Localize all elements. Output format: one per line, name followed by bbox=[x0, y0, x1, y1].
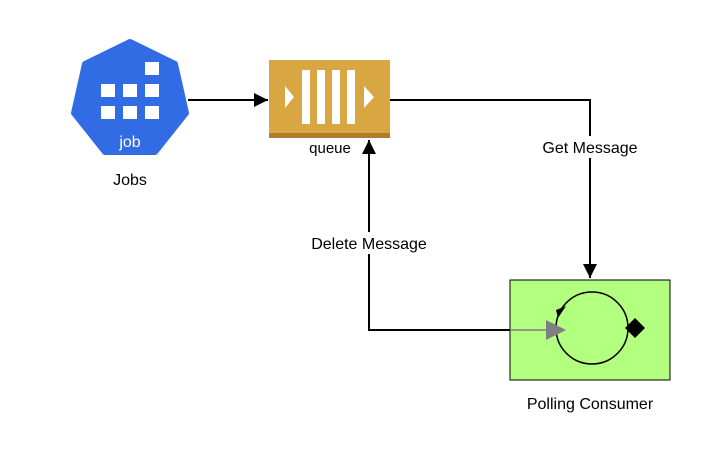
node-label-queue: queue bbox=[309, 140, 351, 157]
message-queue-icon bbox=[269, 60, 390, 138]
edge-jobs-to-queue bbox=[188, 93, 268, 107]
node-polling-consumer[interactable]: Polling Consumer bbox=[509, 279, 671, 413]
edge-label-bg bbox=[532, 136, 648, 158]
edge-line bbox=[368, 140, 510, 331]
edge-get-message: Get Message bbox=[390, 99, 648, 278]
arrowhead-icon bbox=[583, 264, 597, 278]
kubernetes-job-icon: job bbox=[71, 39, 189, 155]
polling-consumer-icon bbox=[509, 279, 671, 381]
arrowhead-icon bbox=[362, 140, 376, 154]
edge-label-bg bbox=[300, 232, 438, 254]
node-jobs[interactable]: job Jobs bbox=[71, 39, 189, 189]
edge-label-delete-message: Delete Message bbox=[311, 236, 427, 253]
node-label-polling-consumer: Polling Consumer bbox=[527, 396, 654, 413]
node-queue[interactable]: queue bbox=[269, 60, 390, 157]
arrowhead-icon bbox=[254, 93, 268, 107]
edge-label-get-message: Get Message bbox=[542, 140, 637, 157]
edge-line bbox=[390, 99, 591, 278]
edge-delete-message: Delete Message bbox=[300, 140, 510, 331]
node-label-jobs: Jobs bbox=[113, 172, 147, 189]
job-icon-text: job bbox=[118, 134, 140, 151]
